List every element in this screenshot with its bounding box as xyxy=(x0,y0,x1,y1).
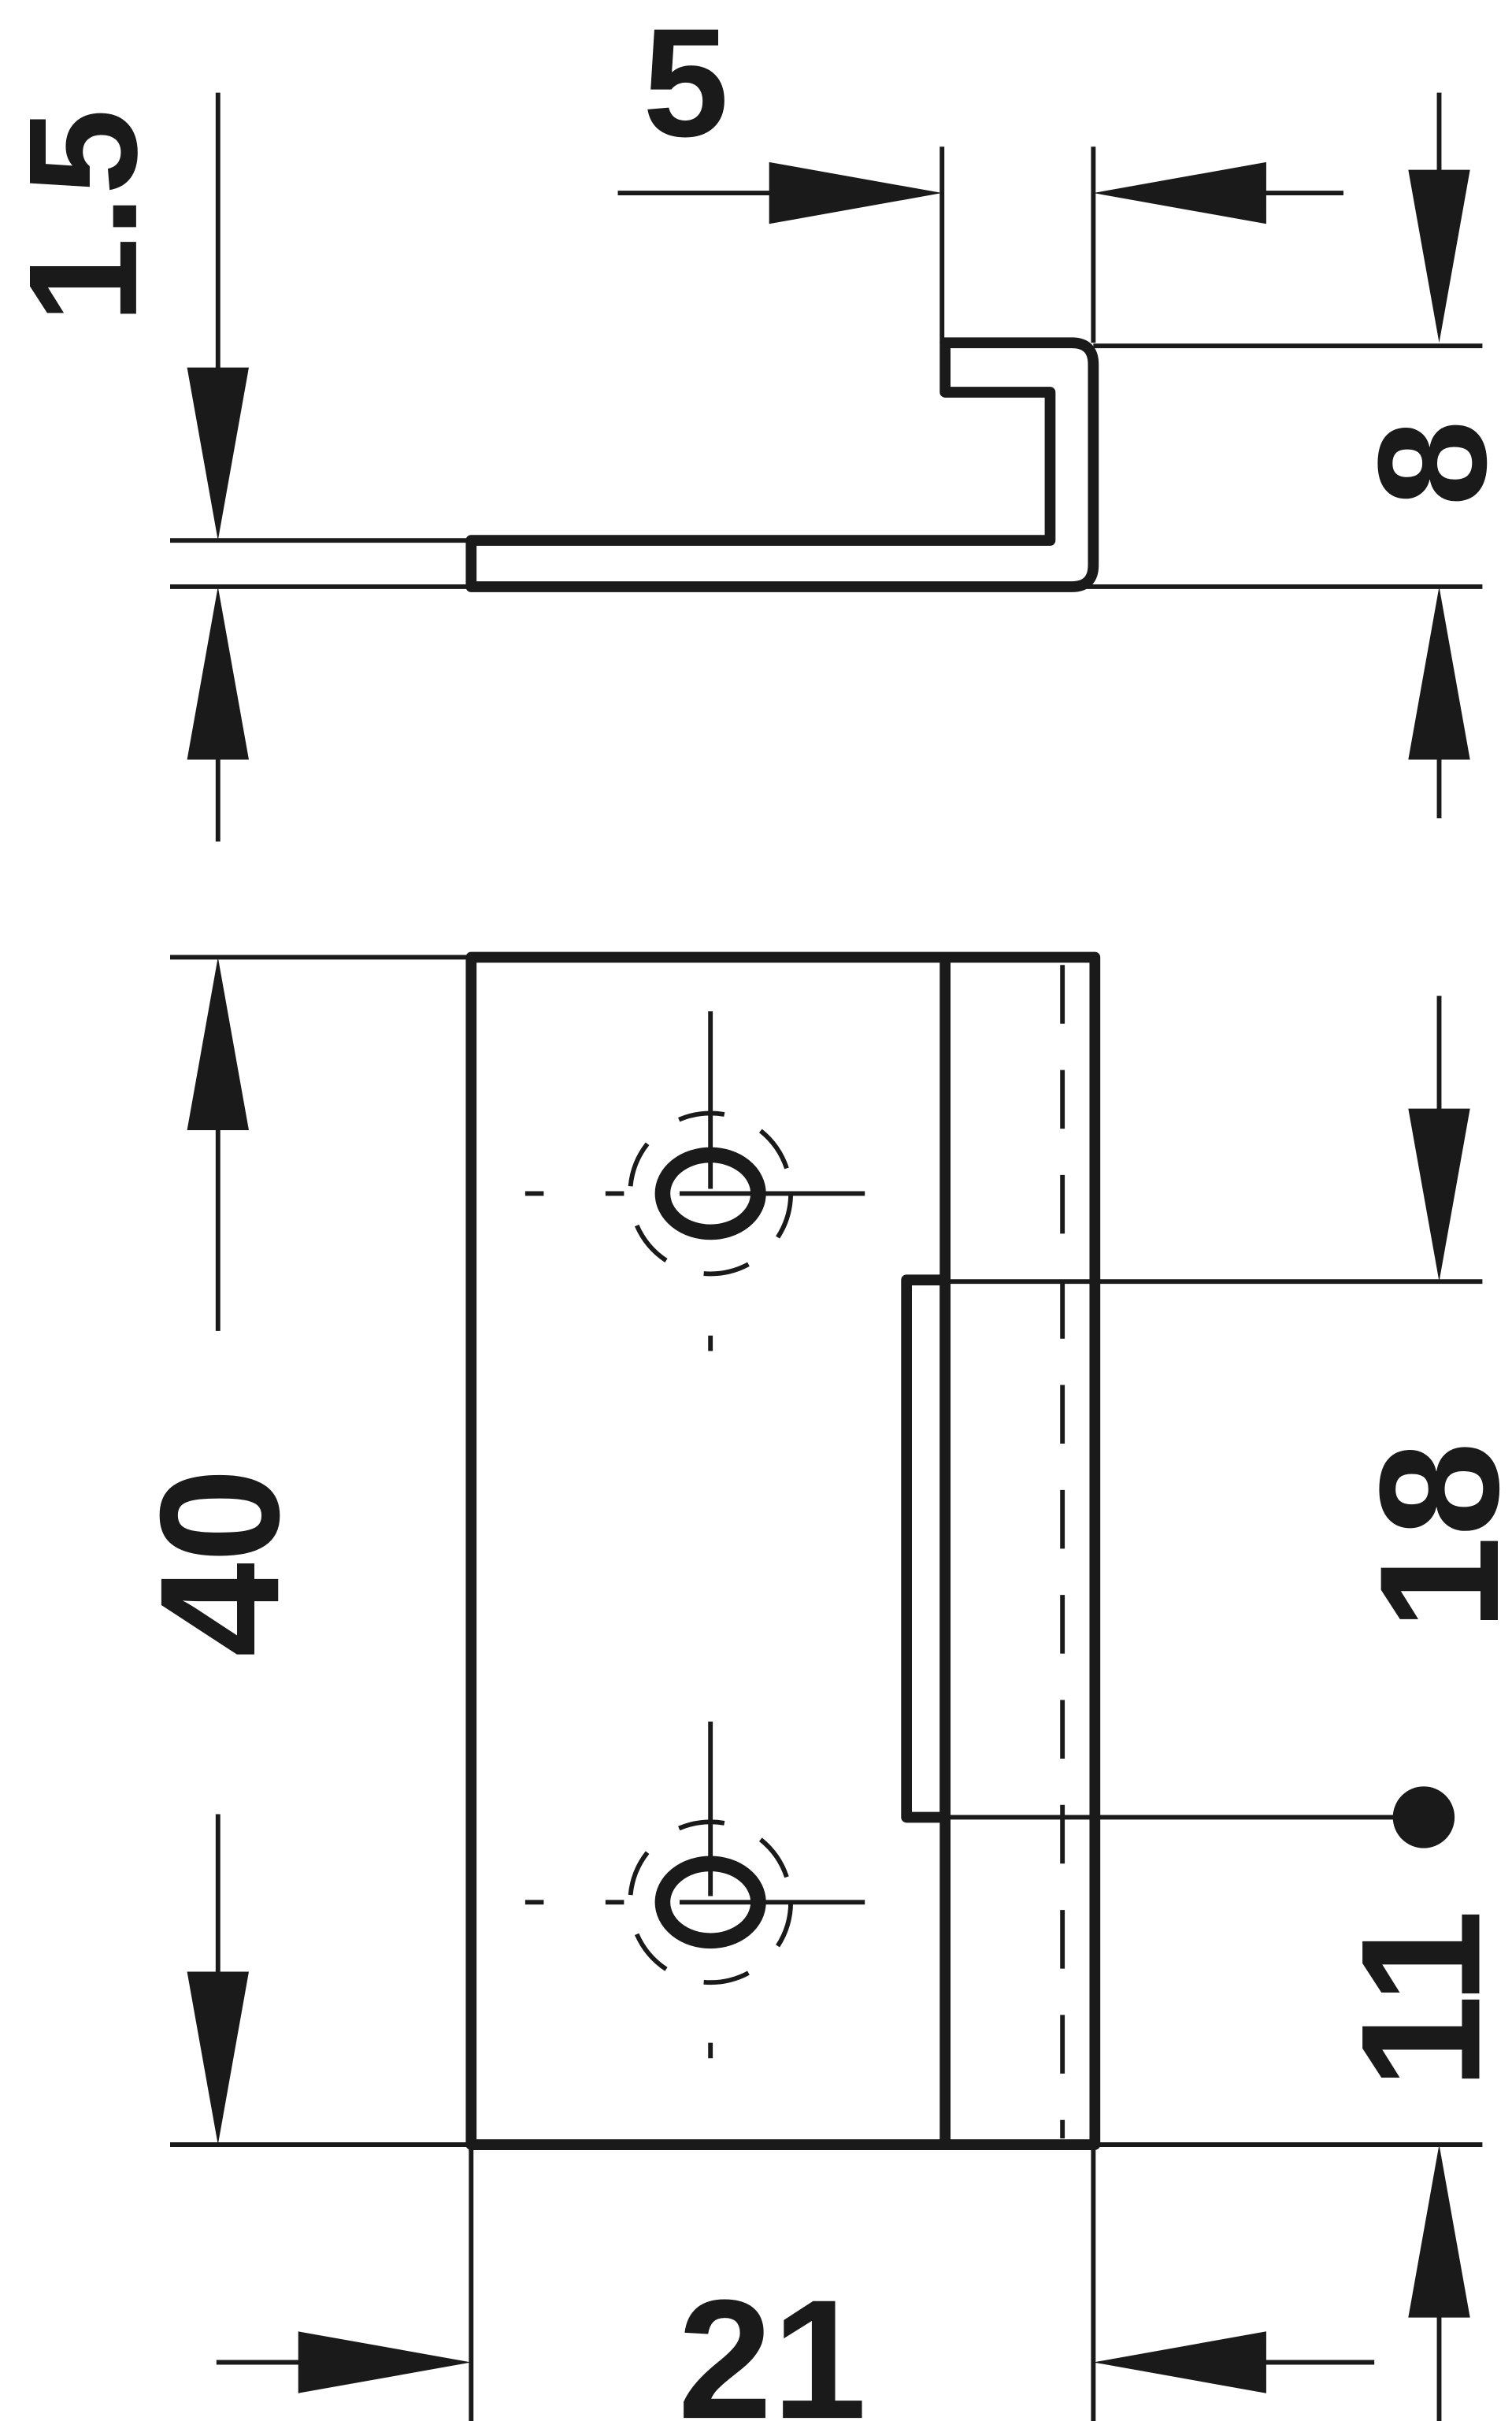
arrow-icon xyxy=(769,161,943,224)
screw-hole-top xyxy=(524,1011,865,1351)
dimension-label-thickness: 1.5 xyxy=(0,109,169,324)
arrow-icon xyxy=(187,957,249,1131)
slot-outline xyxy=(901,1274,951,1823)
arrow-icon xyxy=(187,367,249,541)
arrow-icon xyxy=(298,2331,472,2393)
arrow-icon xyxy=(1093,2331,1266,2393)
profile-outline xyxy=(465,337,1099,592)
dimension-label-flange-width: 5 xyxy=(643,0,728,169)
arrow-icon xyxy=(1408,586,1470,760)
arrow-icon xyxy=(1408,169,1470,343)
dimension-label-slot-length: 18 xyxy=(1344,1442,1512,1631)
front-view: 40 18 11 21 xyxy=(124,951,1512,2421)
hole-icon xyxy=(654,1147,766,1240)
screw-hole-bottom xyxy=(524,1721,865,2059)
arrow-icon xyxy=(187,1971,249,2145)
profile-view: 5 1.5 8 xyxy=(0,0,1512,842)
arrow-icon xyxy=(1408,1108,1470,1282)
arrow-icon xyxy=(1093,161,1266,224)
dimension-label-width: 21 xyxy=(678,2264,867,2421)
dot-marker xyxy=(1392,1786,1455,1848)
dimension-label-height: 8 xyxy=(1346,421,1512,506)
dimension-label-slot-offset: 11 xyxy=(1325,1910,1512,2089)
dimension-label-length: 40 xyxy=(124,1468,314,1657)
hole-icon xyxy=(654,1856,766,1949)
plate-outline xyxy=(465,951,1101,2150)
arrow-icon xyxy=(187,586,249,760)
arrow-icon xyxy=(1408,2145,1470,2318)
